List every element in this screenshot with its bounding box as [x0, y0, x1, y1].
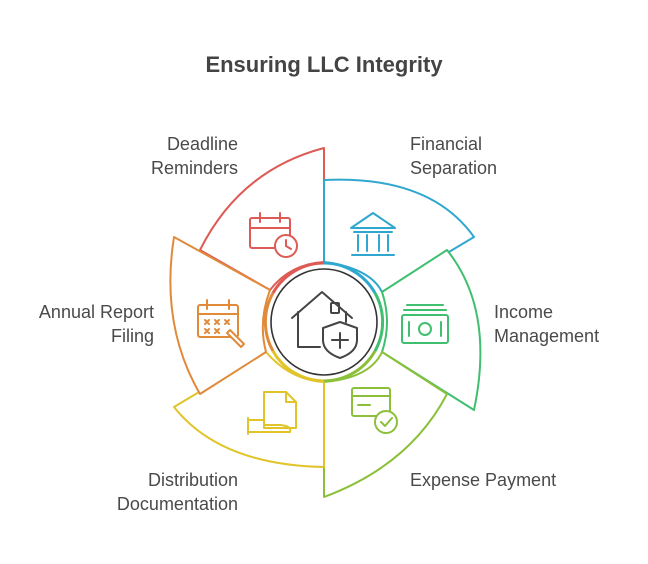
- label-financial-separation: Financial Separation: [410, 134, 498, 178]
- center-hub: [263, 261, 385, 383]
- label-deadline-reminders: Deadline Reminders: [150, 134, 238, 178]
- diagram-title: Ensuring LLC Integrity: [205, 52, 443, 77]
- segment-annual-report-filing: [169, 236, 271, 395]
- calendar-pen-icon: [197, 299, 245, 348]
- label-annual-report-filing: Annual Report Filing: [38, 302, 154, 346]
- bank-icon: [350, 212, 396, 256]
- label-expense-payment: Expense Payment: [410, 470, 557, 490]
- label-income-management: Income Management: [494, 302, 600, 346]
- card-check-icon: [351, 387, 398, 434]
- house-shield-icon: [291, 291, 358, 359]
- document-hand-icon: [247, 391, 297, 435]
- label-distribution-documentation: Distribution Documentation: [116, 470, 238, 514]
- cash-icon: [401, 304, 449, 344]
- calendar-clock-icon: [249, 212, 298, 258]
